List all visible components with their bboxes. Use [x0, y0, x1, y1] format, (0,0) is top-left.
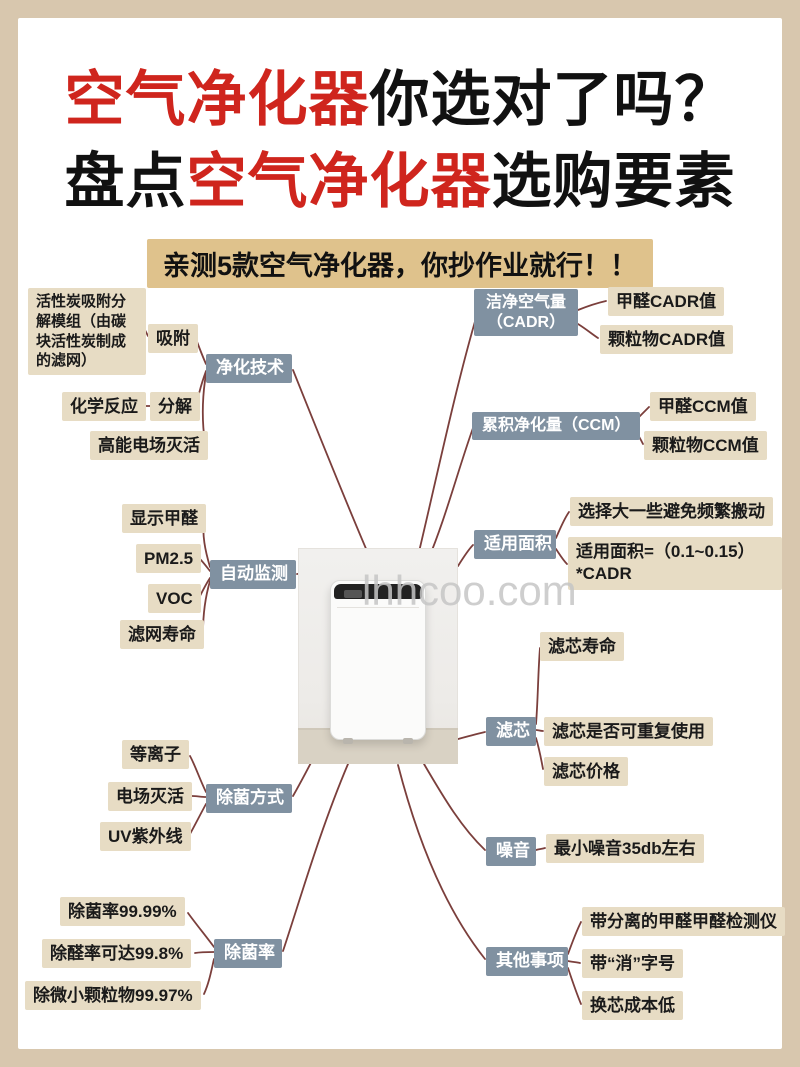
- purifier-top-vent: [334, 584, 422, 599]
- branch-sterilization-method: 除菌方式: [206, 784, 292, 813]
- branch-filter: 滤芯: [486, 717, 536, 746]
- leaf-voc: VOC: [148, 584, 201, 614]
- title2-start: 盘点: [64, 148, 187, 215]
- connector-line: [457, 544, 474, 567]
- purifier-display: [344, 590, 362, 598]
- leaf-particle-cadr: 颗粒物CADR值: [600, 325, 734, 355]
- branch-coverage-area: 适用面积: [474, 530, 556, 559]
- leaf-pm25: PM2.5: [136, 544, 202, 574]
- connector-line: [567, 921, 582, 955]
- purifier-seam: [337, 607, 419, 608]
- leaf-xiao-certificate: 带“消”字号: [582, 949, 683, 979]
- connector-line: [567, 967, 582, 1005]
- connector-line: [189, 755, 207, 793]
- purifier-foot: [343, 738, 353, 744]
- connector-line: [417, 317, 477, 557]
- branch-ccm: 累积净化量（CCM）: [472, 412, 640, 440]
- branch-auto-monitoring: 自动监测: [210, 560, 296, 589]
- connector-line: [397, 764, 486, 960]
- branch-noise: 噪音: [486, 837, 536, 866]
- leaf-activated-carbon-module: 活性炭吸附分解模组（由碳块活性炭制成的滤网）: [28, 288, 146, 376]
- connector-line: [203, 958, 215, 995]
- connector-line: [577, 300, 607, 311]
- leaf-filter-reusable: 滤芯是否可重复使用: [544, 717, 713, 747]
- branch-purification-tech: 净化技术: [206, 354, 292, 383]
- title1-highlight: 空气净化器: [64, 66, 370, 133]
- page-title-line1: 空气净化器你选对了吗？: [18, 68, 782, 131]
- connector-line: [187, 912, 215, 948]
- leaf-formaldehyde-ccm: 甲醛CCM值: [650, 392, 756, 422]
- connector-line: [535, 847, 546, 851]
- connector-line: [292, 369, 371, 559]
- connector-line: [535, 729, 544, 732]
- connector-line: [555, 548, 568, 565]
- air-purifier-photo: [298, 548, 458, 764]
- connector-line: [535, 737, 544, 770]
- page-title-line2: 盘点空气净化器选购要素: [18, 150, 782, 213]
- leaf-filter-life-display: 滤网寿命: [120, 620, 204, 650]
- connector-line: [567, 960, 581, 964]
- leaf-particles-9997: 除微小颗粒物99.97%: [25, 981, 201, 1011]
- leaf-electric-field: 电场灭活: [108, 782, 192, 812]
- connector-line: [555, 511, 570, 539]
- leaf-uv: UV紫外线: [100, 822, 191, 852]
- leaf-cartridge-cost: 换芯成本低: [582, 991, 683, 1021]
- leaf-chemical-reaction: 化学反应: [62, 392, 146, 422]
- branch-other: 其他事项: [486, 947, 568, 976]
- leaf-choose-larger: 选择大一些避免频繁搬动: [570, 497, 773, 527]
- branch-sterilization-rate: 除菌率: [214, 939, 282, 968]
- leaf-decomposition: 分解: [150, 392, 200, 422]
- leaf-particle-ccm: 颗粒物CCM值: [644, 431, 767, 461]
- title1-rest: 你选对了吗？: [369, 66, 736, 133]
- branch-cadr: 洁净空气量（CADR）: [474, 289, 578, 337]
- connector-line: [535, 647, 541, 725]
- leaf-filter-price: 滤芯价格: [544, 757, 628, 787]
- leaf-detector: 带分离的甲醛甲醛检测仪: [582, 907, 785, 937]
- leaf-sterilization-9999: 除菌率99.99%: [60, 897, 185, 927]
- leaf-area-formula: 适用面积=（0.1~0.15）*CADR: [568, 537, 782, 590]
- connector-line: [191, 795, 207, 798]
- connector-line: [427, 427, 474, 561]
- leaf-formaldehyde-display: 显示甲醛: [122, 504, 206, 534]
- leaf-formaldehyde-998: 除醛率可达99.8%: [42, 939, 192, 969]
- connector-line: [423, 763, 486, 851]
- connector-line: [194, 951, 215, 954]
- leaf-high-energy-field: 高能电场灭活: [90, 431, 208, 461]
- connector-line: [577, 323, 599, 339]
- content-area: 空气净化器你选对了吗？ 盘点空气净化器选购要素 亲测5款空气净化器，你抄作业就行…: [18, 18, 785, 1049]
- purifier-foot: [403, 738, 413, 744]
- title2-rest: 选购要素: [491, 148, 736, 215]
- watermark: lhhcoo.com: [362, 567, 577, 614]
- leaf-adsorption: 吸附: [148, 324, 198, 354]
- leaf-formaldehyde-cadr: 甲醛CADR值: [608, 287, 725, 317]
- leaf-filter-life: 滤芯寿命: [540, 632, 624, 662]
- subtitle-banner: 亲测5款空气净化器，你抄作业就行！！: [146, 239, 654, 288]
- air-purifier: [330, 580, 426, 744]
- leaf-min-noise: 最小噪音35db左右: [546, 834, 704, 864]
- connector-line: [189, 803, 207, 835]
- leaf-plasma: 等离子: [122, 740, 189, 770]
- title2-highlight: 空气净化器: [186, 148, 492, 215]
- connector-line: [282, 763, 349, 952]
